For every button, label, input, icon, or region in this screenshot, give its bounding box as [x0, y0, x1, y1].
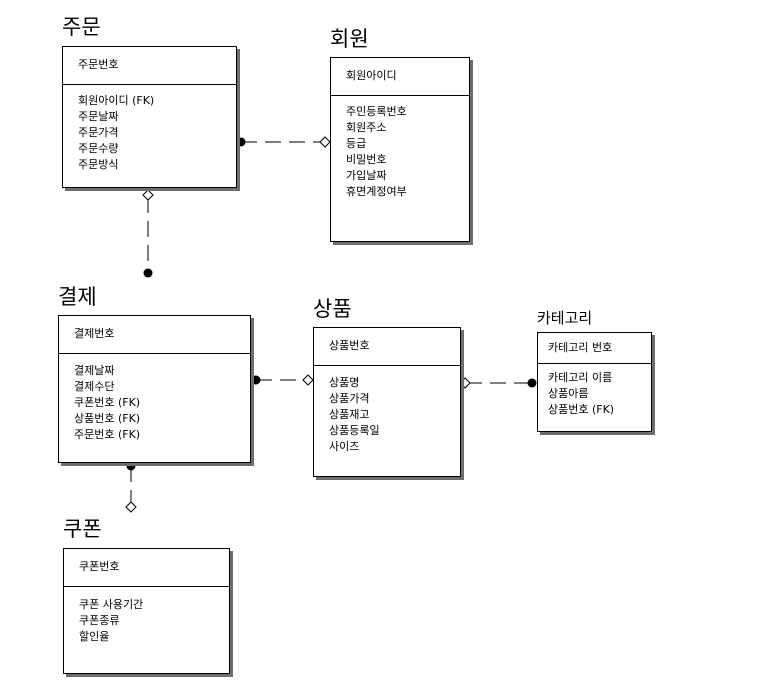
- product-diamond: [302, 374, 314, 386]
- coupon-diamond: [125, 501, 137, 513]
- member-attr: 비밀번호: [346, 153, 387, 166]
- coupon-key: 쿠폰번호: [64, 549, 229, 587]
- coupon-attr: 할인율: [79, 630, 110, 643]
- payment-product-dot: [251, 375, 261, 385]
- payment-attr: 상품번호 (FK): [74, 412, 141, 425]
- product-key: 상품번호: [314, 328, 460, 366]
- coupon-entity[interactable]: 쿠폰번호 쿠폰 사용기간 쿠폰종류 할인율: [63, 548, 230, 674]
- order-diamond: [142, 189, 154, 201]
- member-attr: 휴면계정여부: [346, 185, 407, 198]
- payment-key: 결제번호: [59, 316, 250, 354]
- order-attr: 회원아이디 (FK): [78, 94, 155, 107]
- order-attr: 주문방식: [78, 158, 119, 171]
- member-attr: 회원주소: [346, 121, 387, 134]
- category-key: 카테고리 번호: [538, 333, 651, 364]
- product-entity[interactable]: 상품번호 상품명 상품가격 상품재고 상품등록일 사이즈: [313, 327, 461, 477]
- order-member-dot: [236, 137, 246, 147]
- payment-attributes: 결제날짜 결제수단 쿠폰번호 (FK) 상품번호 (FK) 주문번호 (FK): [59, 354, 250, 443]
- member-attr: 가입날짜: [346, 169, 387, 182]
- member-title: 회원: [330, 27, 369, 51]
- member-key: 회원아이디: [331, 58, 469, 96]
- category-attributes: 카테고리 이름 상품아름 상품번호 (FK): [538, 364, 651, 418]
- category-attr: 상품번호 (FK): [548, 403, 615, 416]
- payment-attr: 결제날짜: [74, 364, 115, 377]
- product-attr: 상품재고: [329, 408, 370, 421]
- coupon-attr: 쿠폰 사용기간: [79, 598, 144, 611]
- member-attr: 주민등록번호: [346, 105, 407, 118]
- order-attributes: 회원아이디 (FK) 주문날짜 주문가격 주문수량 주문방식: [63, 85, 236, 173]
- product-attr: 상품가격: [329, 392, 370, 405]
- order-title: 주문: [62, 15, 101, 39]
- order-attr: 주문수량: [78, 142, 119, 155]
- coupon-title: 쿠폰: [63, 517, 102, 541]
- payment-entity[interactable]: 결제번호 결제날짜 결제수단 쿠폰번호 (FK) 상품번호 (FK) 주문번호 …: [58, 315, 251, 463]
- category-entity[interactable]: 카테고리 번호 카테고리 이름 상품아름 상품번호 (FK): [537, 332, 652, 432]
- category-title: 카테고리: [537, 309, 593, 327]
- order-attr: 주문날짜: [78, 110, 119, 123]
- member-entity[interactable]: 회원아이디 주민등록번호 회원주소 등급 비밀번호 가입날짜 휴면계정여부: [330, 57, 470, 242]
- product-attr: 상품명: [329, 376, 360, 389]
- payment-coupon-dot: [126, 461, 136, 471]
- order-attr: 주문가격: [78, 126, 119, 139]
- product-right-diamond: [459, 377, 471, 389]
- product-attr: 사이즈: [329, 440, 360, 453]
- order-payment-dot: [143, 268, 153, 278]
- product-title: 상품: [313, 297, 352, 321]
- member-attr: 등급: [346, 137, 367, 150]
- payment-title: 결제: [58, 285, 97, 309]
- product-attr: 상품등록일: [329, 424, 380, 437]
- member-diamond: [319, 136, 331, 148]
- order-entity[interactable]: 주문번호 회원아이디 (FK) 주문날짜 주문가격 주문수량 주문방식: [62, 46, 237, 188]
- order-key: 주문번호: [63, 47, 236, 85]
- payment-attr: 주문번호 (FK): [74, 428, 141, 441]
- product-attributes: 상품명 상품가격 상품재고 상품등록일 사이즈: [314, 366, 460, 455]
- coupon-attributes: 쿠폰 사용기간 쿠폰종류 할인율: [64, 587, 229, 645]
- member-attributes: 주민등록번호 회원주소 등급 비밀번호 가입날짜 휴면계정여부: [331, 96, 469, 200]
- category-attr: 상품아름: [548, 387, 589, 400]
- payment-attr: 쿠폰번호 (FK): [74, 396, 141, 409]
- category-attr: 카테고리 이름: [548, 371, 613, 384]
- payment-attr: 결제수단: [74, 380, 115, 393]
- product-category-dot: [527, 378, 537, 388]
- coupon-attr: 쿠폰종류: [79, 614, 120, 627]
